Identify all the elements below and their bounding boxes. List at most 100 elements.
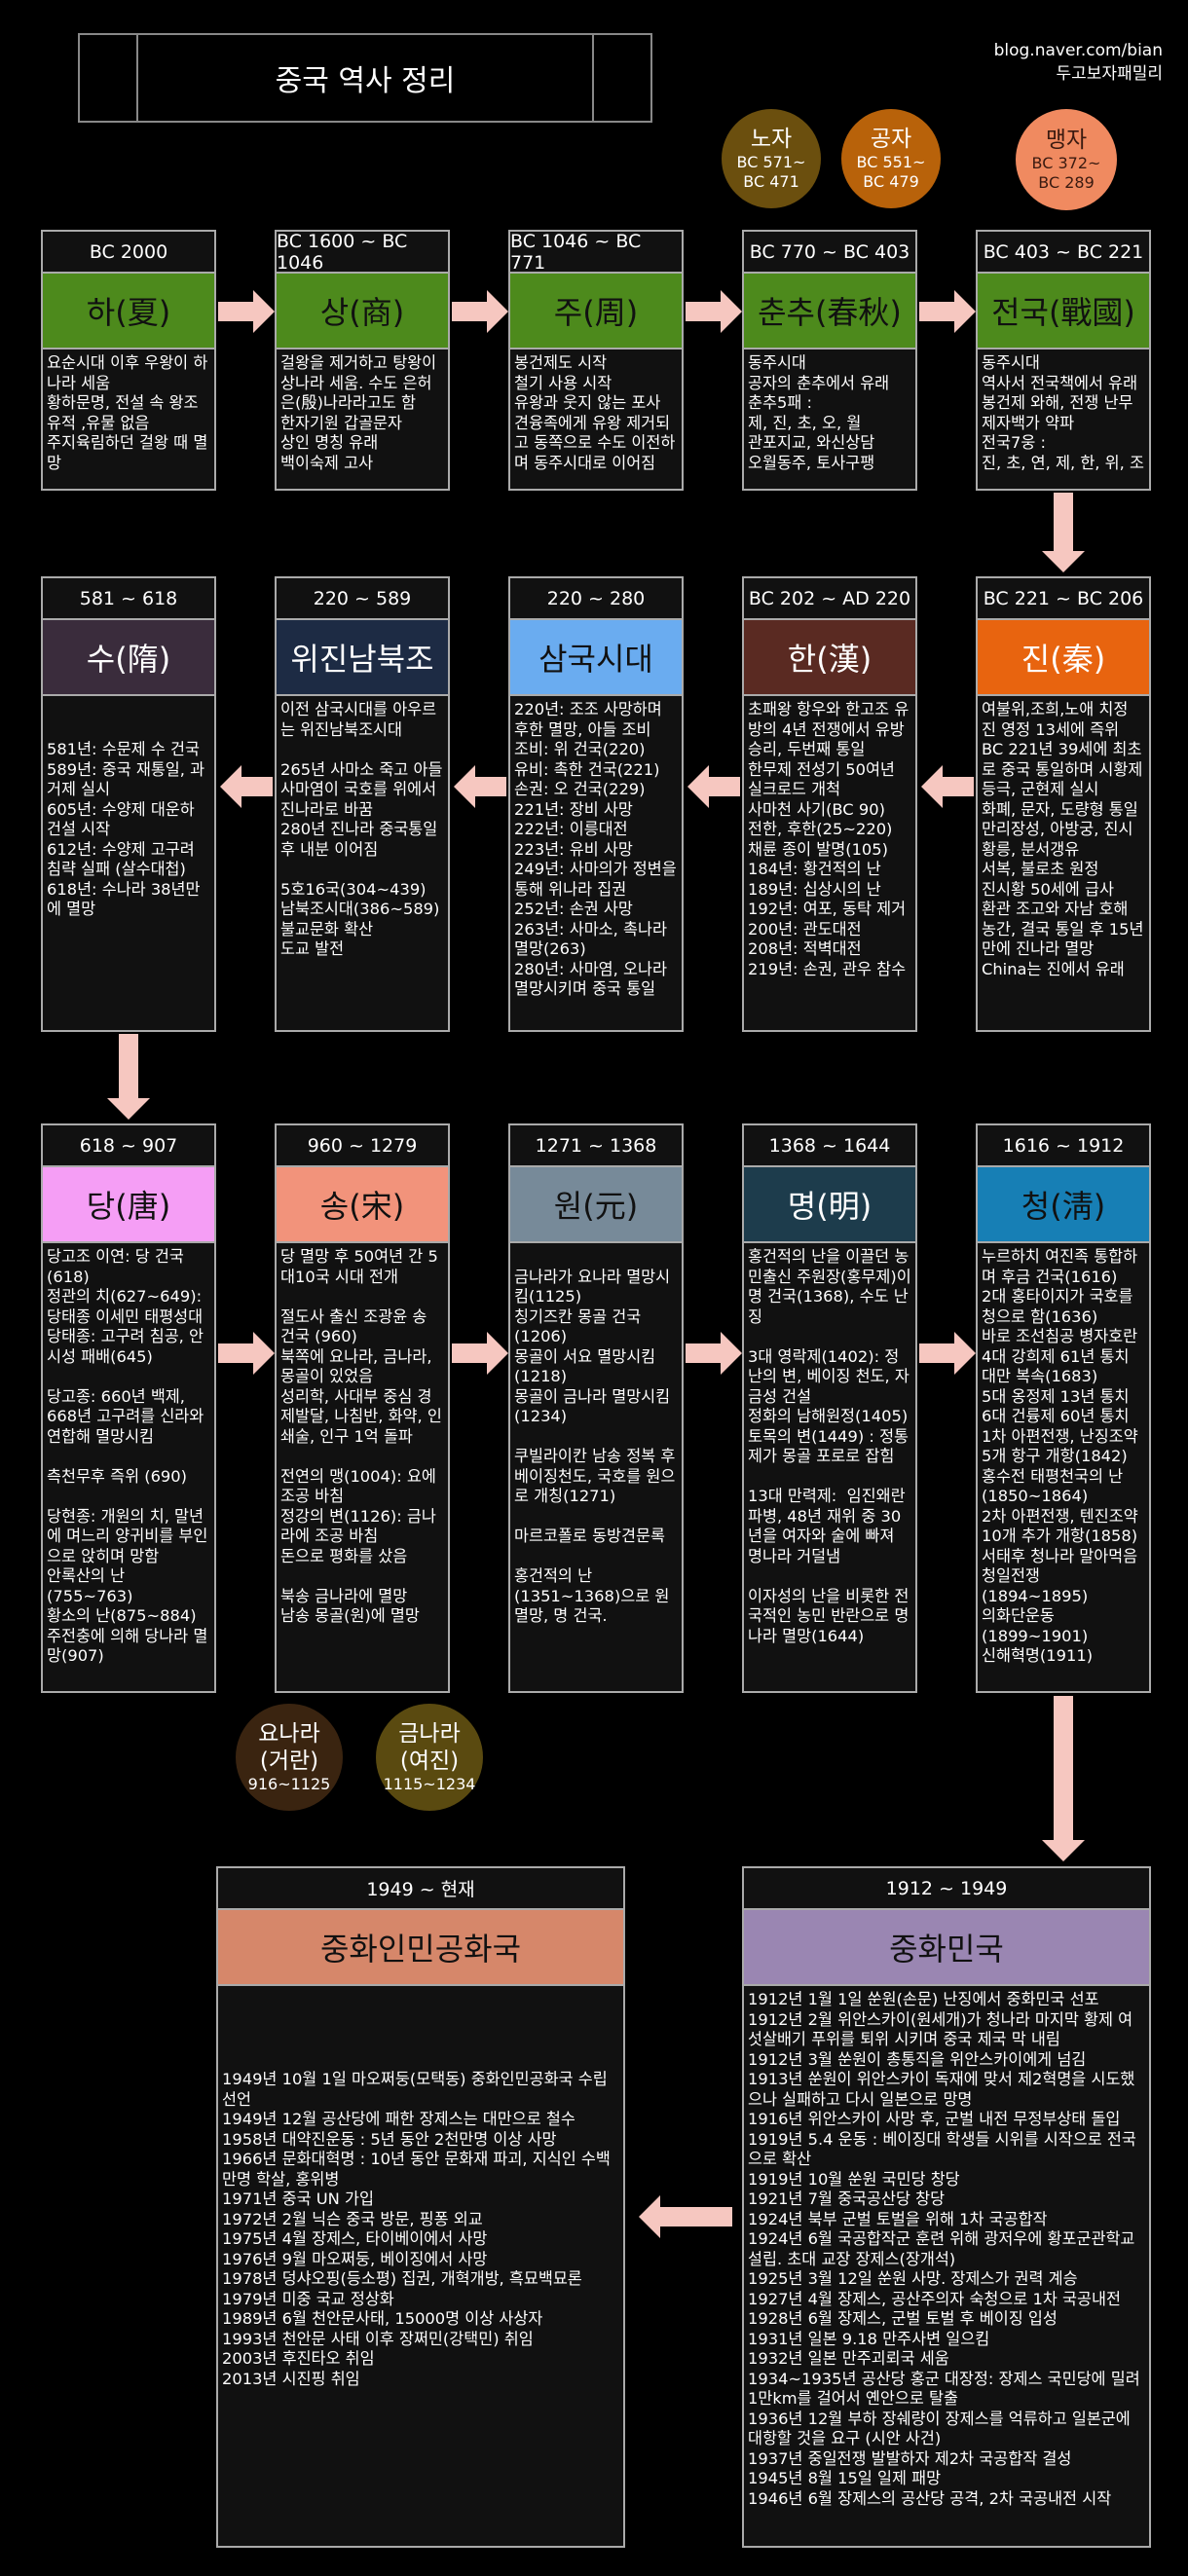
flow-arrow [687, 765, 740, 808]
dynasty-name: 중화민국 [742, 1910, 1151, 1986]
dynasty-description: 요순시대 이후 우왕이 하나라 세움 황하문명, 전설 속 왕조 유적 ,유물 … [41, 350, 216, 491]
dynasty-description: 이전 삼국시대를 아우르는 위진남북조시대 265년 사마소 죽고 아들 사마염… [275, 696, 450, 1032]
dynasty-description: 누르하치 여진족 통합하며 후금 건국(1616) 2대 홍타이지가 국호를 청… [976, 1243, 1151, 1693]
dynasty-period: 220 ~ 589 [275, 576, 450, 620]
flow-arrow [220, 765, 273, 808]
dynasty-period: BC 1046 ~ BC 771 [508, 230, 684, 274]
neighbor-sub: (거란) [259, 1748, 319, 1774]
dynasty-name: 위진남북조 [275, 620, 450, 696]
dynasty-name: 춘추(春秋) [742, 274, 917, 350]
dynasty-period: 581 ~ 618 [41, 576, 216, 620]
flow-arrow [218, 290, 275, 333]
dynasty-period: 1949 ~ 현재 [216, 1866, 625, 1910]
dynasty-description: 581년: 수문제 수 건국 589년: 중국 재통일, 과거제 실시 605년… [41, 696, 216, 1032]
flow-arrow [452, 1332, 508, 1375]
dynasty-period: BC 202 ~ AD 220 [742, 576, 917, 620]
credit-url: blog.naver.com/bian [993, 41, 1163, 60]
title-box: 중국 역사 정리 [78, 33, 652, 123]
flow-arrow [454, 765, 506, 808]
dynasty-period: 618 ~ 907 [41, 1123, 216, 1167]
dynasty-period: 1368 ~ 1644 [742, 1123, 917, 1167]
dynasty-name: 송(宋) [275, 1167, 450, 1243]
dynasty-description: 220년: 조조 사망하며 후한 멸망, 아들 조비 조비: 위 건국(220)… [508, 696, 684, 1032]
dynasty-period: BC 1600 ~ BC 1046 [275, 230, 450, 274]
dynasty-description: 홍건적의 난을 이끌던 농민출신 주원장(홍무제)이 명 건국(1368), 수… [742, 1243, 917, 1693]
dynasty-period: BC 2000 [41, 230, 216, 274]
dynasty-name: 전국(戰國) [976, 274, 1151, 350]
dynasty-name: 상(商) [275, 274, 450, 350]
dynasty-description: 여불위,조희,노애 치정 진 영정 13세에 즉위 BC 221년 39세에 최… [976, 696, 1151, 1032]
dynasty-period: 1271 ~ 1368 [508, 1123, 684, 1167]
flow-arrow [107, 1034, 150, 1120]
flow-arrow [218, 1332, 275, 1375]
dynasty-name: 중화인민공화국 [216, 1910, 625, 1986]
dynasty-name: 원(元) [508, 1167, 684, 1243]
dynasty-name: 삼국시대 [508, 620, 684, 696]
neighbor-name: 금나라 [398, 1721, 461, 1747]
dynasty-description: 초패왕 항우와 한고조 유방의 4년 전쟁에서 유방 승리, 두번째 통일 한무… [742, 696, 917, 1032]
person-laozi: 노자 BC 571~ BC 471 [722, 109, 821, 208]
person-dates: BC 289 [1038, 173, 1095, 192]
flow-arrow [1042, 1696, 1085, 1861]
neighbor-liao: 요나라 (거란) 916~1125 [236, 1704, 343, 1811]
dynasty-period: BC 403 ~ BC 221 [976, 230, 1151, 274]
dynasty-description: 당고조 이연: 당 건국(618) 정관의 치(627~649): 당태종 이세… [41, 1243, 216, 1693]
flow-arrow [452, 290, 508, 333]
page-title: 중국 역사 정리 [136, 35, 594, 121]
dynasty-description: 1912년 1월 1일 쑨원(손문) 난징에서 중화민국 선포 1912년 2월… [742, 1986, 1151, 2548]
neighbor-dates: 916~1125 [247, 1775, 331, 1793]
dynasty-name: 하(夏) [41, 274, 216, 350]
person-name: 노자 [750, 127, 793, 152]
dynasty-name: 주(周) [508, 274, 684, 350]
person-dates: BC 571~ [736, 153, 806, 171]
dynasty-name: 수(隋) [41, 620, 216, 696]
dynasty-name: 한(漢) [742, 620, 917, 696]
flow-arrow [919, 1332, 976, 1375]
dynasty-name: 명(明) [742, 1167, 917, 1243]
dynasty-name: 진(秦) [976, 620, 1151, 696]
flow-arrow [919, 290, 976, 333]
dynasty-description: 봉건제도 시작 철기 사용 시작 유왕과 웃지 않는 포사 견융족에게 유왕 제… [508, 350, 684, 491]
person-dates: BC 471 [743, 172, 799, 191]
flow-arrow [1042, 493, 1085, 572]
flow-arrow [921, 765, 974, 808]
dynasty-description: 동주시대 역사서 전국책에서 유래 봉건제 와해, 전쟁 난무 제자백가 약파 … [976, 350, 1151, 491]
person-dates: BC 479 [863, 172, 919, 191]
neighbor-jin: 금나라 (여진) 1115~1234 [376, 1704, 483, 1811]
flow-arrow [686, 1332, 742, 1375]
person-confucius: 공자 BC 551~ BC 479 [841, 109, 941, 208]
person-mencius: 맹자 BC 372~ BC 289 [1016, 109, 1117, 210]
dynasty-description: 1949년 10월 1일 마오쩌둥(모택동) 중화인민공화국 수립 선언 194… [216, 1986, 625, 2548]
flow-arrow [686, 290, 742, 333]
neighbor-name: 요나라 [258, 1721, 320, 1747]
neighbor-dates: 1115~1234 [383, 1775, 476, 1793]
person-name: 공자 [870, 127, 912, 152]
flow-arrow [639, 2195, 732, 2238]
dynasty-period: 220 ~ 280 [508, 576, 684, 620]
person-name: 맹자 [1045, 128, 1088, 153]
dynasty-period: 1616 ~ 1912 [976, 1123, 1151, 1167]
neighbor-sub: (여진) [399, 1748, 460, 1774]
dynasty-description: 금나라가 요나라 멸망시킴(1125) 칭기즈칸 몽골 건국(1206) 몽골이… [508, 1243, 684, 1693]
dynasty-period: 960 ~ 1279 [275, 1123, 450, 1167]
credit: blog.naver.com/bian 두고보자패밀리 [994, 39, 1163, 86]
person-dates: BC 372~ [1031, 154, 1101, 172]
dynasty-period: BC 221 ~ BC 206 [976, 576, 1151, 620]
dynasty-description: 당 멸망 후 50여년 간 5대10국 시대 전개 절도사 출신 조광윤 송 건… [275, 1243, 450, 1693]
